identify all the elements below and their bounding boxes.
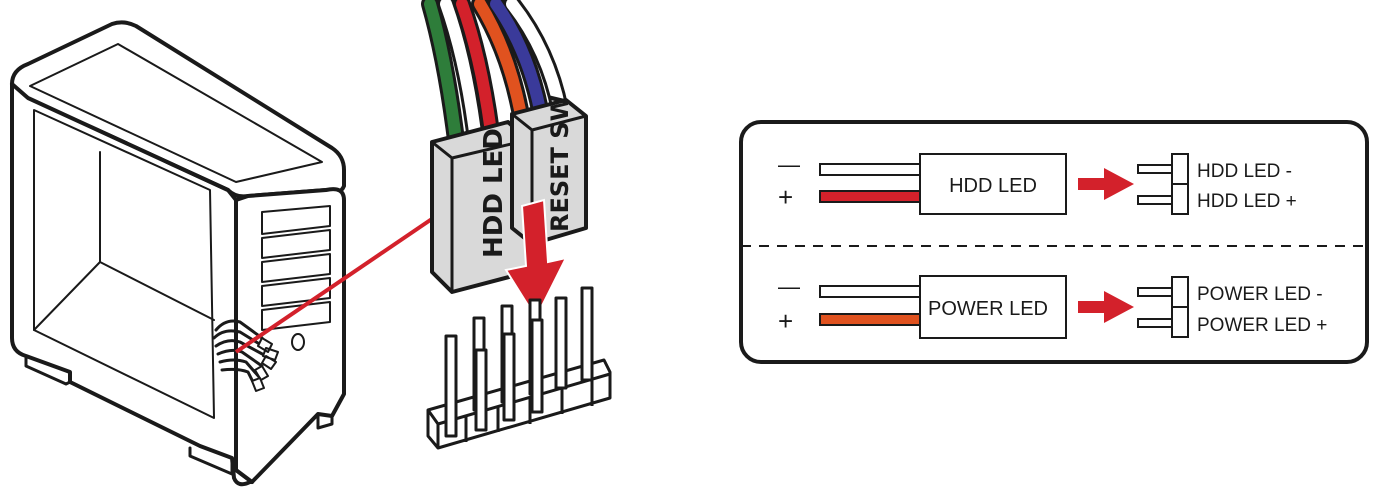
plus-symbol: + — [778, 182, 793, 212]
wire-orange — [474, 0, 526, 116]
wire-minus — [819, 163, 921, 176]
plus-symbol: + — [778, 306, 793, 336]
wire-plus — [819, 190, 921, 203]
pc-case-illustration — [10, 20, 346, 487]
connector-box-label: HDD LED — [949, 175, 1037, 197]
legend-row-power-led: — + POWER LED POWER LED - POWER LED + — [778, 274, 1327, 339]
legend-frame — [739, 120, 1369, 364]
pin-label-minus: POWER LED - — [1197, 284, 1323, 305]
arrow-icon — [1078, 168, 1134, 200]
connector-box-label: POWER LED — [928, 298, 1048, 320]
pin-header — [426, 286, 612, 450]
wire-white-2 — [506, 0, 566, 116]
arrow-icon — [1078, 291, 1134, 323]
header-pins-icon — [1137, 153, 1189, 215]
minus-symbol: — — [778, 274, 800, 299]
pin-label-minus: HDD LED - — [1197, 161, 1292, 182]
wire-plus — [819, 313, 921, 326]
minus-symbol: — — [778, 152, 800, 177]
wire-white-1 — [440, 0, 482, 146]
leader-line — [234, 206, 450, 354]
connector-box — [919, 153, 1067, 215]
wire-bundle — [421, 0, 569, 149]
connector-box — [919, 275, 1067, 339]
wire-blue — [490, 0, 546, 116]
connector-label-hdd-led: HDD LED — [479, 128, 509, 258]
insert-arrow — [504, 198, 568, 321]
wire-minus — [819, 285, 921, 298]
header-pins-icon — [1137, 276, 1189, 338]
legend-row-hdd-led: — + HDD LED HDD LED - HDD LED + — [778, 152, 1297, 215]
pin-legend: — + HDD LED HDD LED - HDD LED + — + POWE… — [739, 120, 1369, 364]
wire-red — [456, 0, 498, 146]
pin-label-plus: POWER LED + — [1197, 315, 1327, 336]
wire-green — [424, 0, 462, 146]
connector-label-reset-sw: RESET SW — [546, 95, 574, 232]
pin-label-plus: HDD LED + — [1197, 191, 1297, 212]
